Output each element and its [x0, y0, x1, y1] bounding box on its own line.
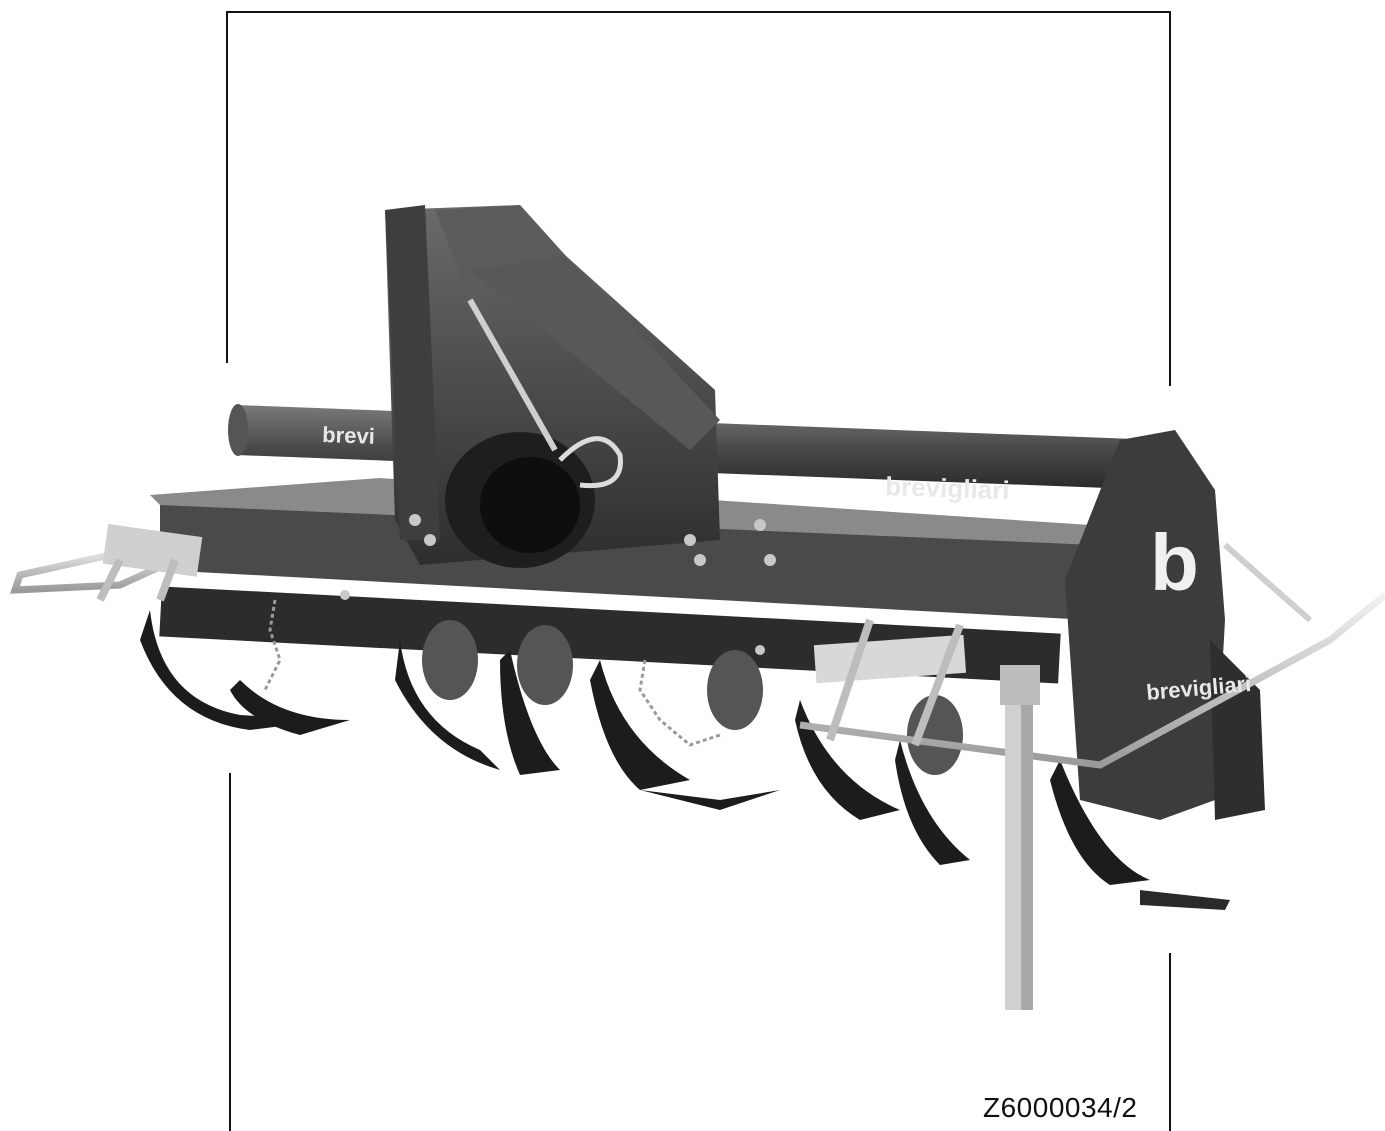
hitch-plate-right	[435, 205, 565, 300]
frame-left-upper-line	[226, 11, 228, 363]
right-guard-rail-upper	[1223, 542, 1312, 623]
right-safety-chain	[638, 659, 721, 747]
right-guard-support	[826, 618, 964, 747]
frame-right-upper-line	[1169, 11, 1171, 386]
hitch-plate-left	[385, 205, 440, 540]
frame-top-line	[226, 11, 1171, 13]
brand-mark-right-beam: brevigliari	[885, 471, 1010, 505]
pto-pin-loop	[558, 436, 623, 489]
skid-foot	[1140, 890, 1230, 910]
beam-end-left	[228, 404, 248, 456]
left-guard-support	[96, 558, 179, 602]
blade-flanges	[422, 620, 963, 775]
bolts	[340, 514, 776, 655]
left-safety-chain	[263, 599, 282, 691]
depth-leg-shadow	[1021, 680, 1033, 1010]
left-guard-rail	[10, 541, 177, 594]
hitch-diagonal-arm	[470, 255, 720, 450]
brand-mark-left-beam: brevi	[322, 422, 375, 449]
depth-leg-clamp	[1000, 665, 1040, 705]
side-skid	[1210, 640, 1265, 820]
right-guard-rail	[799, 592, 1385, 769]
pto-shield-inner	[480, 457, 580, 553]
hitch-rod	[467, 298, 558, 452]
tiller-blades	[140, 610, 1150, 885]
figure-reference-code: Z6000034/2	[983, 1092, 1138, 1123]
brand-logo-b: b	[1150, 518, 1199, 607]
frame-left-lower-line	[229, 773, 231, 1131]
frame-right-lower-line	[1169, 953, 1171, 1131]
